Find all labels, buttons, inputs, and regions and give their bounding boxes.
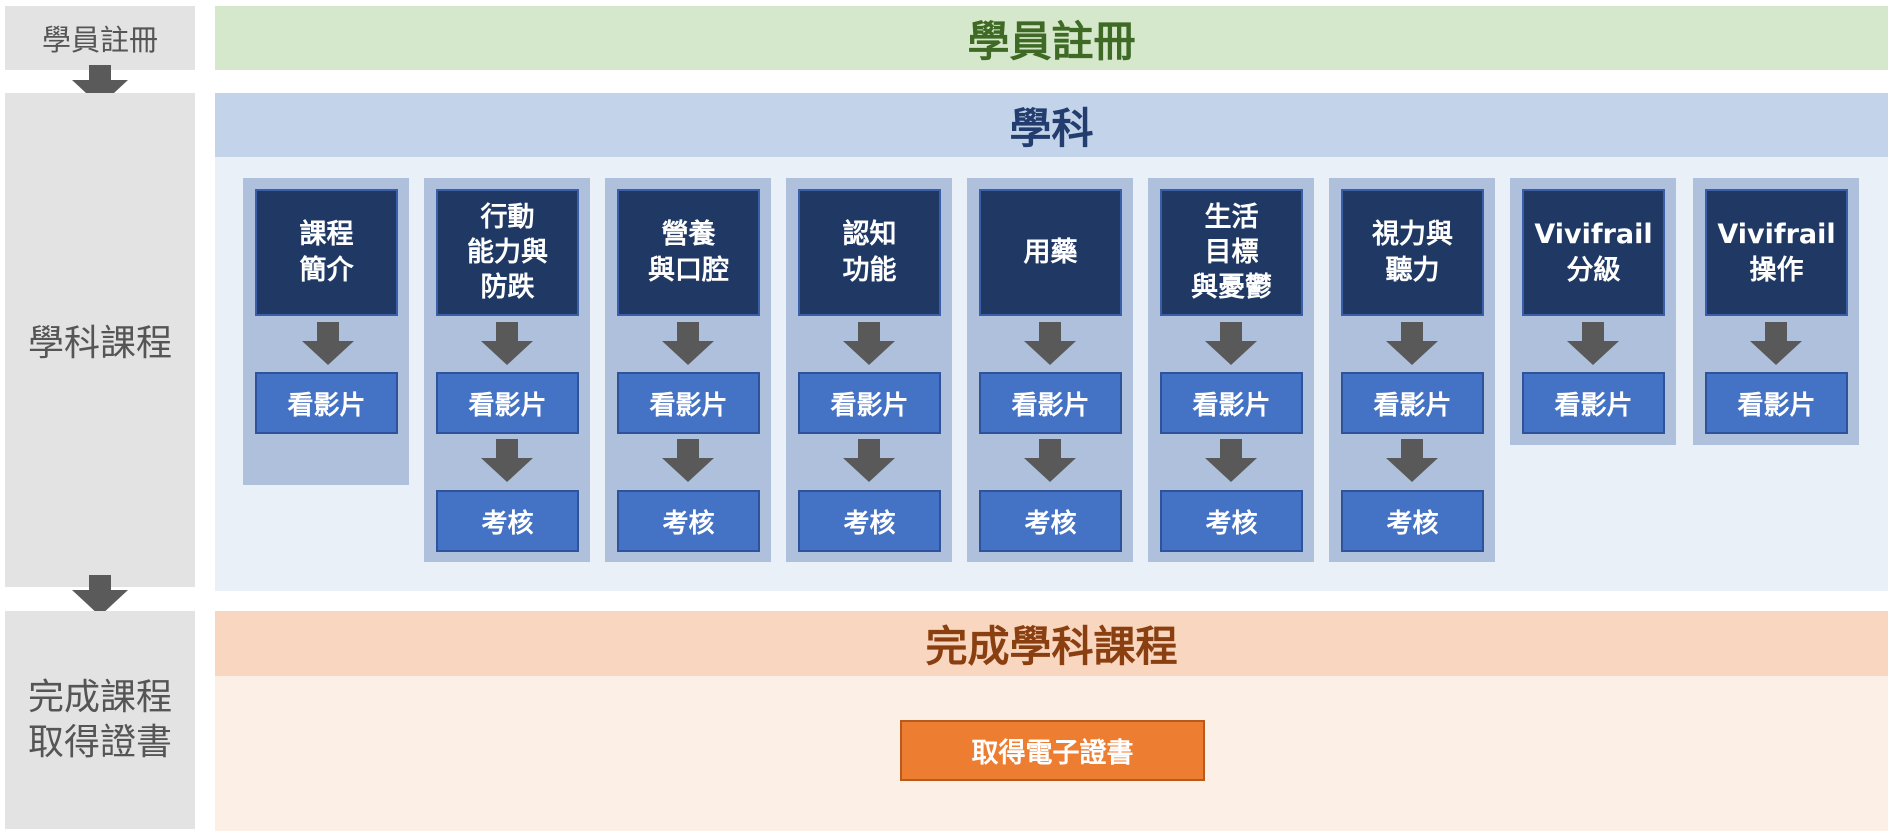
down-arrow-icon <box>1024 322 1076 365</box>
down-arrow-icon <box>1567 322 1619 365</box>
down-arrow-icon <box>1386 439 1438 482</box>
watch-video-step: 看影片 <box>798 372 941 434</box>
down-arrow-icon <box>843 439 895 482</box>
exam-step: 考核 <box>1160 490 1303 552</box>
subject-title: Vivifrail 分級 <box>1522 189 1665 316</box>
step-complete-label: 完成課程 取得證書 <box>27 677 172 763</box>
watch-video-step: 看影片 <box>1705 372 1848 434</box>
step-courses-label: 學科課程 <box>27 323 172 364</box>
step-complete: 完成課程 取得證書 <box>5 611 195 829</box>
completion-title: 完成學科課程 <box>925 622 1178 671</box>
down-arrow-icon <box>1386 322 1438 365</box>
exam-step: 考核 <box>979 490 1122 552</box>
completion-banner: 完成學科課程 <box>215 611 1888 676</box>
down-arrow-icon <box>1024 439 1076 482</box>
down-arrow-icon <box>843 322 895 365</box>
down-arrow-icon <box>481 439 533 482</box>
subject-title: Vivifrail 操作 <box>1705 189 1848 316</box>
exam-step: 考核 <box>1341 490 1484 552</box>
down-arrow-icon <box>481 322 533 365</box>
watch-video-step: 看影片 <box>1522 372 1665 434</box>
subject-title: 視力與 聽力 <box>1341 189 1484 316</box>
subjects-title: 學科 <box>1009 103 1094 153</box>
exam-step: 考核 <box>798 490 941 552</box>
subject-title: 生活 目標 與憂鬱 <box>1160 189 1303 316</box>
down-arrow-icon <box>1205 322 1257 365</box>
register-title: 學員註冊 <box>967 16 1136 66</box>
watch-video-step: 看影片 <box>436 372 579 434</box>
subject-title: 行動 能力與 防跌 <box>436 189 579 316</box>
exam-step: 考核 <box>617 490 760 552</box>
subject-title: 認知 功能 <box>798 189 941 316</box>
watch-video-step: 看影片 <box>979 372 1122 434</box>
down-arrow-icon <box>662 322 714 365</box>
watch-video-step: 看影片 <box>255 372 398 434</box>
subject-title: 課程 簡介 <box>255 189 398 316</box>
watch-video-step: 看影片 <box>1341 372 1484 434</box>
subject-title: 用藥 <box>979 189 1122 316</box>
step-courses: 學科課程 <box>5 93 195 587</box>
subjects-banner: 學科 <box>215 93 1888 157</box>
down-arrow-icon <box>302 322 354 365</box>
step-register-label: 學員註冊 <box>41 23 158 57</box>
register-banner: 學員註冊 <box>215 6 1888 70</box>
step-register: 學員註冊 <box>5 6 195 70</box>
subject-title: 營養 與口腔 <box>617 189 760 316</box>
watch-video-step: 看影片 <box>1160 372 1303 434</box>
down-arrow-icon <box>1750 322 1802 365</box>
watch-video-step: 看影片 <box>617 372 760 434</box>
down-arrow-icon <box>662 439 714 482</box>
down-arrow-icon <box>1205 439 1257 482</box>
certificate-box: 取得電子證書 <box>900 720 1205 781</box>
exam-step: 考核 <box>436 490 579 552</box>
down-arrow-icon <box>72 575 128 616</box>
